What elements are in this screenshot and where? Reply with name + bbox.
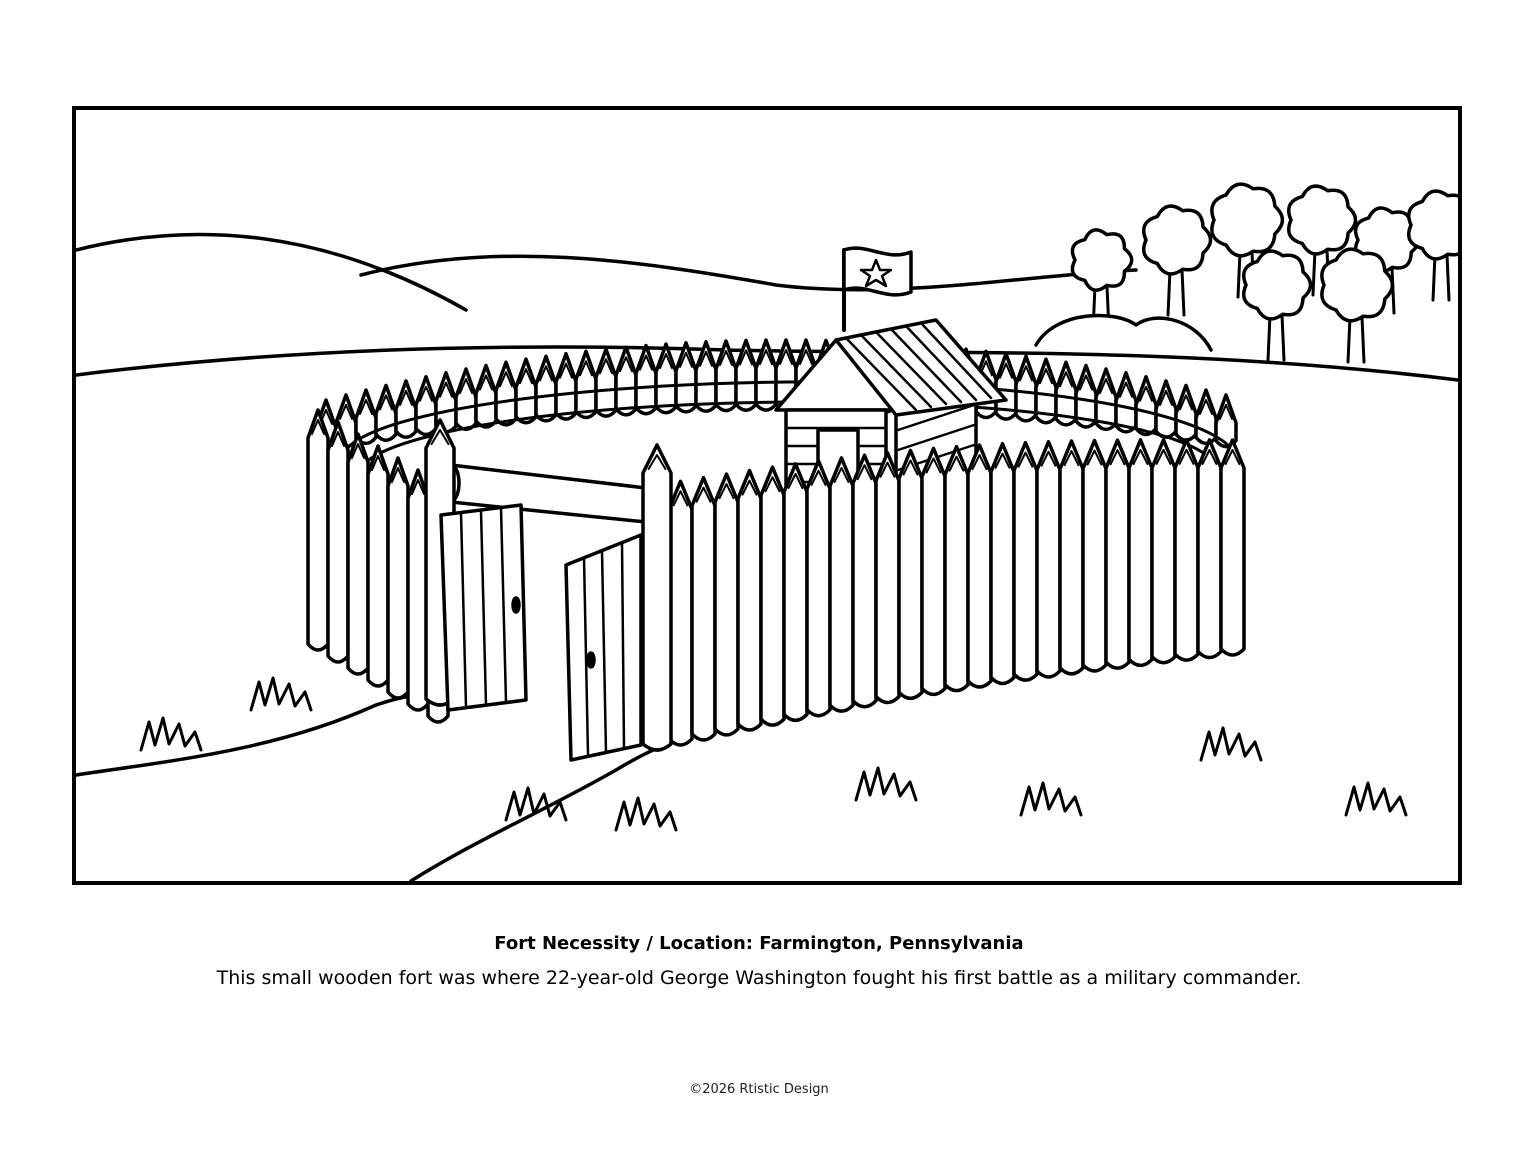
palisade-stake: [1154, 379, 1178, 440]
palisade-stake: [1034, 357, 1058, 425]
caption-description: This small wooden fort was where 22-year…: [216, 967, 1302, 989]
palisade-stake: [574, 349, 598, 420]
coloring-illustration-frame: [72, 106, 1462, 885]
fort-palisade-back: [314, 338, 1238, 452]
tree: [1320, 247, 1395, 364]
palisade-stake: [759, 465, 786, 727]
palisade-stake: [326, 420, 350, 664]
tree: [1142, 204, 1213, 317]
tree: [1242, 249, 1313, 362]
palisade-stake: [805, 459, 832, 718]
palisade-stake: [1134, 374, 1158, 437]
palisade-stake: [474, 363, 498, 429]
palisade-stake: [782, 462, 809, 723]
palisade-stake: [534, 354, 558, 423]
palisade-stake: [1081, 438, 1108, 673]
palisade-stake: [1058, 439, 1085, 676]
palisade-stake: [690, 475, 717, 742]
caption-title: Fort Necessity / Location: Farmington, P…: [494, 933, 1024, 954]
palisade-stake: [1219, 438, 1246, 657]
back-hill-middle: [359, 254, 1138, 292]
back-hill-left: [76, 232, 468, 312]
grass-tuft: [614, 796, 678, 832]
palisade-stake: [694, 340, 718, 413]
fort-palisade-front: [306, 408, 1246, 752]
palisade-stake: [713, 472, 740, 737]
palisade-stake: [414, 374, 438, 437]
bushes: [1034, 313, 1213, 352]
tree: [1407, 189, 1458, 302]
palisade-stake: [594, 347, 618, 418]
palisade-stake: [1127, 438, 1154, 668]
palisade-stake: [943, 444, 970, 693]
palisade-stake: [851, 453, 878, 709]
grass-tuft: [854, 766, 918, 802]
grass-tuft: [1344, 781, 1408, 817]
palisade-stake: [920, 446, 947, 697]
palisade-stake: [614, 345, 638, 417]
path-edge: [409, 743, 668, 881]
palisade-stake: [1012, 440, 1039, 682]
grass-tufts: [139, 676, 1408, 832]
palisade-stake: [641, 443, 673, 752]
palisade-stake: [828, 456, 855, 713]
palisade-stake: [514, 357, 538, 425]
grass-tuft: [1019, 781, 1083, 817]
palisade-stake: [346, 432, 370, 676]
palisade-stake: [454, 367, 478, 432]
palisade-stake: [1196, 438, 1223, 660]
grass-tuft: [139, 716, 203, 752]
palisade-stake: [1174, 383, 1198, 442]
ground-line-left: [76, 692, 458, 777]
palisade-stake: [874, 450, 901, 705]
palisade-stake: [634, 343, 658, 416]
tree: [1070, 228, 1134, 333]
palisade-stake: [736, 468, 763, 732]
palisade-stake: [374, 383, 398, 442]
palisade-stake: [1150, 438, 1177, 665]
palisade-stake: [966, 443, 993, 689]
palisade-stake: [897, 448, 924, 701]
palisade-stake: [674, 341, 698, 414]
footer-copyright: ©2026 Rtistic Design: [689, 1082, 829, 1097]
palisade-stake: [654, 342, 678, 415]
palisade-stake: [366, 444, 390, 688]
palisade-stake: [306, 408, 330, 652]
palisade-stake: [386, 456, 410, 700]
tree-group: [1034, 182, 1458, 364]
palisade-stake: [989, 441, 1016, 686]
palisade-stake: [1035, 439, 1062, 679]
palisade-stake: [1104, 438, 1131, 670]
grass-tuft: [504, 786, 568, 822]
palisade-stake: [1114, 371, 1138, 434]
palisade-stake: [1173, 438, 1200, 662]
palisade-stake: [394, 379, 418, 440]
grass-tuft: [249, 676, 313, 712]
fort-illustration: [76, 182, 1458, 881]
open-gate: [439, 503, 643, 762]
palisade-stake: [494, 360, 518, 427]
grass-tuft: [1199, 726, 1263, 762]
palisade-stake: [554, 351, 578, 421]
